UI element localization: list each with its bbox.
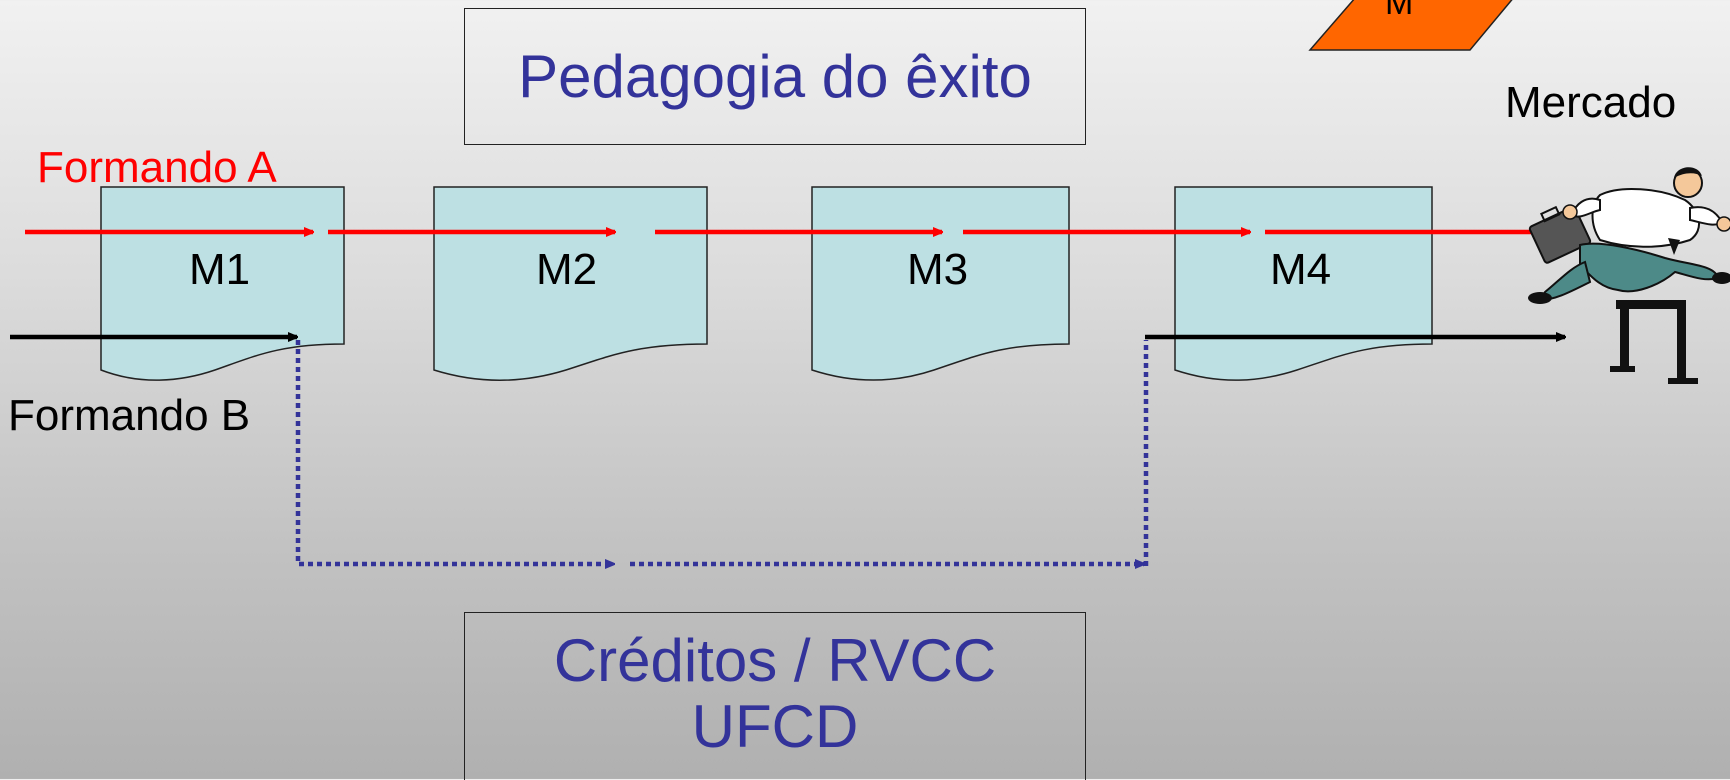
market-label: Mercado	[1505, 78, 1677, 127]
credits-dotted-path	[295, 340, 1149, 566]
module-m3-label: M3	[907, 245, 969, 294]
corner-shape-label: M	[1385, 0, 1414, 22]
module-m1-shape	[100, 186, 345, 381]
title-text: Pedagogia do êxito	[518, 42, 1032, 110]
module-m1-label: M1	[189, 245, 251, 294]
corner-parallelogram	[1308, 0, 1513, 51]
trainee-a-label: Formando A	[37, 143, 277, 192]
credits-box: Créditos / RVCC UFCD	[464, 612, 1086, 780]
module-m4-label: M4	[1270, 245, 1332, 294]
credits-line-2: UFCD	[691, 693, 859, 760]
runner-jumping-hurdle-icon	[1528, 167, 1730, 384]
module-m3-shape	[811, 186, 1070, 381]
module-m2-label: M2	[536, 245, 598, 294]
credits-line-1: Créditos / RVCC	[553, 627, 997, 694]
module-m2-shape	[433, 186, 708, 381]
title-box: Pedagogia do êxito	[464, 8, 1086, 145]
trainee-b-label: Formando B	[8, 391, 251, 440]
module-m4-shape	[1174, 186, 1433, 381]
